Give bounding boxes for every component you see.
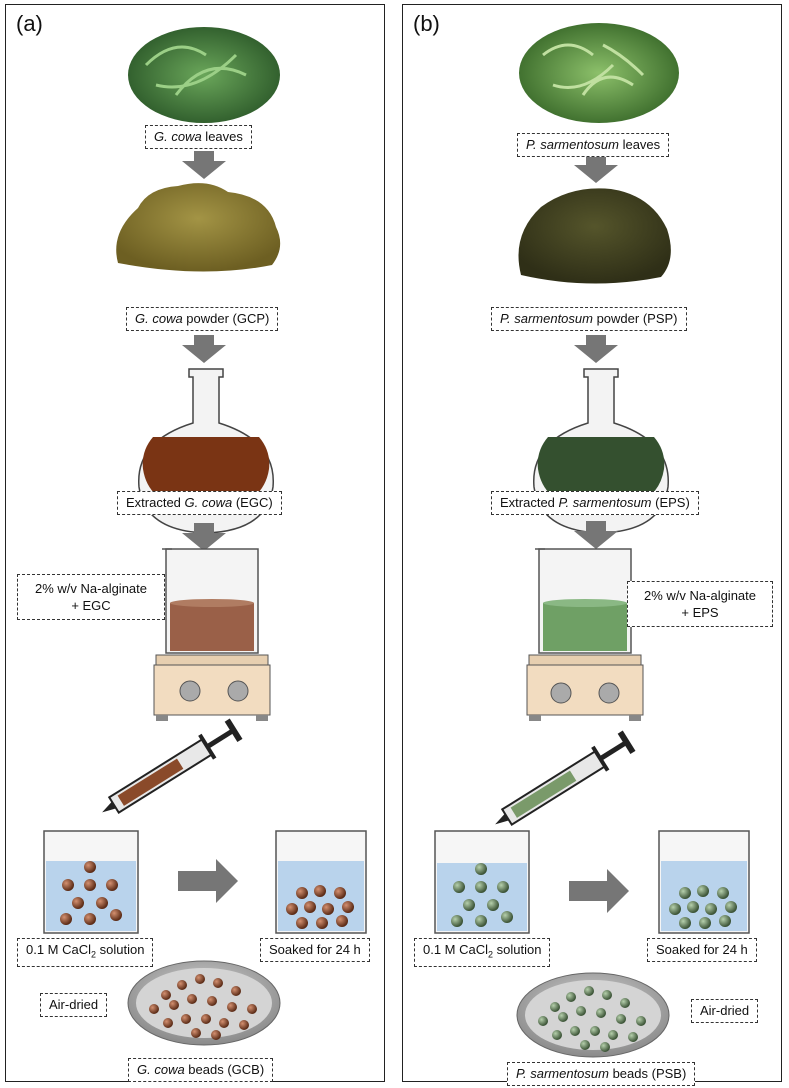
stirrer-icon: [526, 654, 644, 721]
arrow-down-icon: [182, 335, 226, 363]
leaves-image: [519, 23, 679, 123]
beaker-icon: [162, 548, 259, 654]
panel-a: (a) G. cowa leaves G. cowa powder (GCP) …: [5, 4, 385, 1082]
beaker-icon: [535, 548, 632, 654]
alginate-label: 2% w/v Na-alginate+ EPS: [627, 581, 773, 627]
dried-beads: [149, 974, 257, 1040]
beads-soaked: [286, 885, 354, 929]
arrow-down-icon: [574, 157, 618, 183]
panel-label: (b): [413, 11, 440, 36]
stirrer-icon: [153, 654, 271, 721]
syringe-icon: [102, 718, 243, 815]
panel-label: (a): [16, 11, 43, 36]
powder-label: P. sarmentosum powder (PSP): [491, 307, 687, 331]
petri-dish-icon: [127, 960, 281, 1046]
arrow-right-icon: [178, 859, 238, 903]
powder-label: G. cowa powder (GCP): [126, 307, 279, 331]
arrow-down-icon: [574, 335, 618, 363]
alginate-label: 2% w/v Na-alginate+ EGC: [17, 574, 165, 620]
panel-b-illustrations: [434, 23, 750, 1058]
dried-beads: [538, 986, 646, 1052]
airdried-label: Air-dried: [40, 993, 108, 1017]
arrow-down-icon: [574, 521, 618, 549]
arrow-down-icon: [182, 523, 226, 551]
beads-label: P. sarmentosum beads (PSB): [507, 1062, 696, 1086]
arrow-down-icon: [182, 151, 226, 179]
beads-in-solution: [60, 861, 122, 925]
leaves-label: P. sarmentosum leaves: [517, 133, 670, 157]
beads-soaked: [669, 885, 737, 929]
airdried-label: Air-dried: [691, 999, 759, 1023]
beads-in-solution: [451, 863, 513, 927]
arrow-right-icon: [569, 869, 629, 913]
petri-dish-icon: [516, 972, 670, 1058]
beads-label: G. cowa beads (GCB): [128, 1058, 274, 1082]
leaves-image: [128, 27, 280, 123]
panel-a-illustrations: [43, 27, 367, 1046]
leaves-label: G. cowa leaves: [145, 125, 252, 149]
extract-label: Extracted G. cowa (EGC): [117, 491, 282, 515]
cacl2-label: 0.1 M CaCl2 solution: [17, 938, 154, 967]
panel-b: (b) P. sarmentosum leaves P. sarmentosum…: [402, 4, 782, 1086]
cacl2-label: 0.1 M CaCl2 solution: [414, 938, 551, 967]
soaked-label: Soaked for 24 h: [260, 938, 370, 962]
powder-image: [116, 183, 281, 272]
extract-label: Extracted P. sarmentosum (EPS): [491, 491, 699, 515]
powder-image: [518, 188, 671, 284]
soaked-label: Soaked for 24 h: [647, 938, 757, 962]
syringe-icon: [495, 730, 636, 827]
